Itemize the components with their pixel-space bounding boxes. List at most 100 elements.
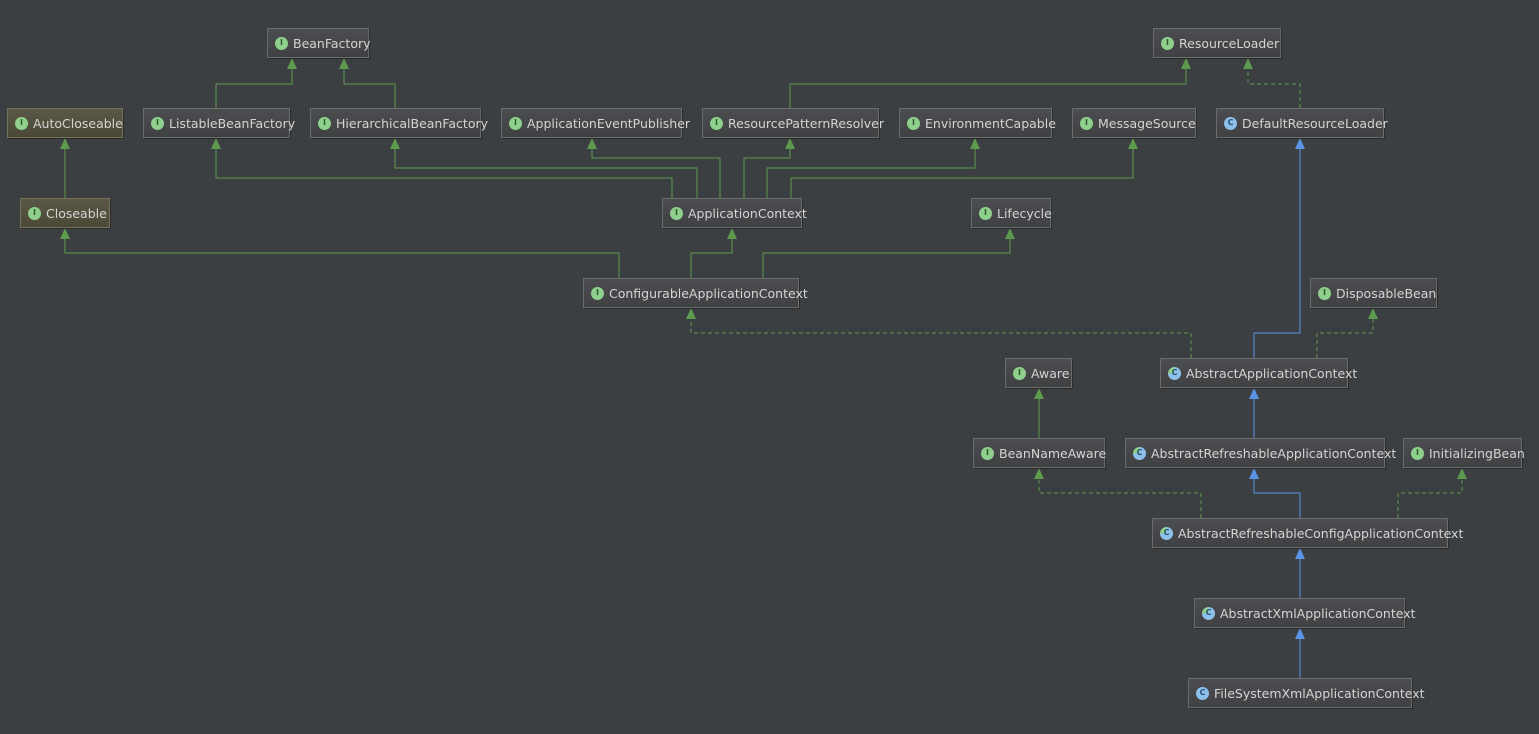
edge-arrowhead (390, 138, 400, 149)
node-label: Closeable (46, 205, 107, 221)
edge-interface-extends (789, 58, 1191, 108)
edge-arrowhead (1295, 138, 1305, 149)
node-abstract-xml-application-context[interactable]: C AbstractXmlApplicationContext (1194, 598, 1416, 628)
edge-arrowhead (211, 138, 221, 149)
node-label: InitializingBean (1429, 445, 1525, 461)
edge-arrowhead (785, 138, 795, 149)
node-label: FileSystemXmlApplicationContext (1214, 685, 1425, 701)
node-label: ApplicationEventPublisher (527, 115, 691, 131)
node-abstract-application-context[interactable]: C AbstractApplicationContext (1160, 358, 1357, 388)
interface-icon: I (979, 206, 992, 220)
interface-icon: I (1161, 36, 1174, 50)
edge-arrowhead (287, 58, 297, 69)
edge-interface-extends (762, 228, 1015, 278)
edge-extends (1249, 388, 1259, 438)
edge-arrowhead (1295, 628, 1305, 639)
edge-interface-extends (60, 228, 620, 278)
edge-arrowhead (1181, 58, 1191, 69)
edge-interface-extends (211, 138, 673, 198)
edge-arrowhead (1457, 468, 1467, 479)
node-label: Aware (1031, 365, 1070, 381)
edge-extends (1295, 548, 1305, 598)
node-listable-bean-factory[interactable]: I ListableBeanFactory (143, 108, 295, 138)
edge-arrowhead (970, 138, 980, 149)
node-abstract-refreshable-config-application-context[interactable]: C AbstractRefreshableConfigApplicationCon… (1152, 518, 1463, 548)
interface-icon: I (1080, 116, 1093, 130)
edge-implements (1034, 468, 1202, 518)
edge-extends (1249, 468, 1301, 518)
edge-interface-extends (1034, 388, 1044, 438)
interface-icon: I (151, 116, 164, 130)
edge-extends (1253, 138, 1305, 358)
node-label: DisposableBean (1336, 285, 1437, 301)
interface-icon: I (591, 286, 604, 300)
edge-interface-extends (587, 138, 721, 198)
node-label: BeanNameAware (999, 445, 1107, 461)
node-label: Lifecycle (997, 205, 1052, 221)
node-label: ListableBeanFactory (169, 115, 296, 131)
interface-icon: I (907, 116, 920, 130)
node-resource-loader[interactable]: I ResourceLoader (1153, 28, 1281, 58)
edge-arrowhead (1243, 58, 1253, 69)
edge-arrowhead (339, 58, 349, 69)
class-icon: C (1196, 686, 1209, 700)
interface-icon: I (710, 116, 723, 130)
interface-icon: I (670, 206, 683, 220)
abstract-class-icon: C (1202, 606, 1215, 620)
node-aware[interactable]: I Aware (1005, 358, 1072, 388)
edge-arrowhead (1034, 468, 1044, 479)
edge-implements (1243, 58, 1301, 108)
node-label: AbstractXmlApplicationContext (1220, 605, 1416, 621)
edge-arrowhead (1249, 388, 1259, 399)
node-lifecycle[interactable]: I Lifecycle (971, 198, 1052, 228)
edge-interface-extends (60, 138, 70, 198)
node-file-system-xml-application-context[interactable]: C FileSystemXmlApplicationContext (1188, 678, 1425, 708)
edge-interface-extends (339, 58, 396, 108)
edge-arrowhead (686, 308, 696, 319)
interface-icon: I (1013, 366, 1026, 380)
edge-interface-extends (390, 138, 698, 198)
node-label: HierarchicalBeanFactory (336, 115, 489, 131)
node-resource-pattern-resolver[interactable]: I ResourcePatternResolver (702, 108, 884, 138)
edge-arrowhead (587, 138, 597, 149)
edge-arrowhead (1249, 468, 1259, 479)
edge-implements (1397, 468, 1467, 518)
node-environment-capable[interactable]: I EnvironmentCapable (899, 108, 1056, 138)
edge-arrowhead (1295, 548, 1305, 559)
edge-arrowhead (727, 228, 737, 239)
interface-icon: I (1411, 446, 1424, 460)
edge-arrowhead (60, 228, 70, 239)
abstract-class-icon: C (1160, 526, 1173, 540)
node-label: DefaultResourceLoader (1242, 115, 1388, 131)
node-label: AbstractRefreshableConfigApplicationCont… (1178, 525, 1464, 541)
node-label: ApplicationContext (688, 205, 807, 221)
node-label: EnvironmentCapable (925, 115, 1056, 131)
node-label: AbstractApplicationContext (1186, 365, 1358, 381)
node-label: ResourcePatternResolver (728, 115, 884, 131)
edge-arrowhead (1128, 138, 1138, 149)
interface-icon: I (15, 116, 28, 130)
abstract-class-icon: C (1168, 366, 1181, 380)
edge-interface-extends (790, 138, 1138, 198)
interface-icon: I (28, 206, 41, 220)
node-disposable-bean[interactable]: I DisposableBean (1310, 278, 1437, 308)
edge-arrowhead (1034, 388, 1044, 399)
node-label: ResourceLoader (1179, 35, 1280, 51)
interface-icon: I (1318, 286, 1331, 300)
node-application-context[interactable]: I ApplicationContext (662, 198, 807, 228)
edge-interface-extends (690, 228, 737, 278)
node-initializing-bean[interactable]: I InitializingBean (1403, 438, 1525, 468)
node-closeable[interactable]: I Closeable (20, 198, 110, 228)
abstract-class-icon: C (1133, 446, 1146, 460)
